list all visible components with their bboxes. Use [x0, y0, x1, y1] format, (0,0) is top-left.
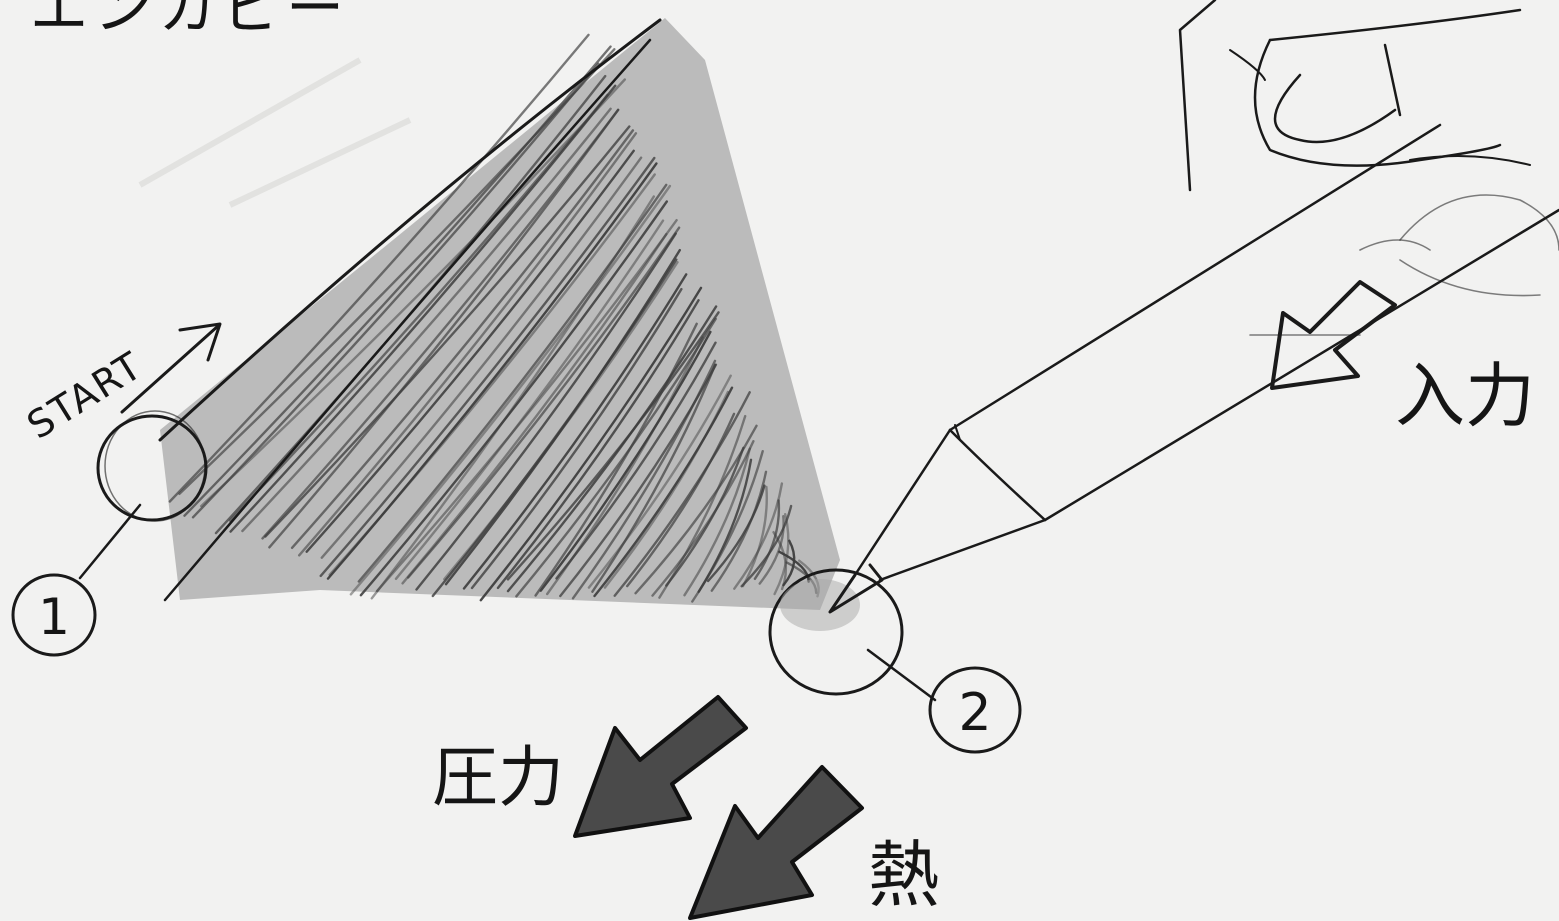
hatch-stroke: [778, 550, 810, 583]
hatch-stroke: [697, 458, 753, 593]
hatch-stroke: [305, 149, 635, 553]
start-label: START: [19, 343, 150, 448]
hatch-stroke: [375, 219, 678, 593]
hatch-stroke: [740, 504, 793, 588]
hatch-stroke: [683, 447, 751, 597]
start-arrow: [120, 322, 222, 414]
hatch-stroke: [534, 322, 698, 597]
callout-2-number: 2: [958, 683, 991, 743]
hatch-stroke: [773, 513, 790, 596]
callout-1: [11, 503, 142, 657]
hatch-stroke: [359, 200, 668, 597]
hatch-stroke: [349, 184, 672, 596]
hatch-stroke: [268, 108, 620, 549]
hatch-stroke: [191, 62, 600, 519]
callout-1-number: 1: [38, 588, 70, 646]
hand-illustration: [1178, 0, 1559, 336]
hatch-stroke: [782, 539, 796, 587]
hatch-stroke: [370, 195, 655, 600]
hatch-stroke: [415, 232, 677, 591]
hatch-stroke: [326, 162, 658, 580]
start-point: [96, 410, 208, 522]
hatch-stroke: [706, 484, 766, 583]
hatch-stroke: [261, 108, 620, 540]
hatch-stroke: [328, 173, 656, 576]
heat-arrow: [688, 765, 864, 920]
pressure-label: 圧力: [432, 739, 564, 816]
top-partial-heading: エンカピー: [30, 0, 350, 42]
hatch-stroke: [665, 446, 745, 587]
shaded-triangle: [158, 18, 840, 610]
hatch-stroke: [443, 261, 679, 581]
hatch-stroke: [183, 45, 612, 517]
hatch-stroke: [571, 359, 717, 600]
hatch-stroke: [733, 482, 784, 590]
hatch-stroke: [229, 84, 617, 533]
hatch-stroke: [634, 424, 758, 595]
hatch-stroke: [470, 287, 683, 590]
hatch-stroke: [264, 125, 631, 538]
hatch-stroke: [479, 286, 703, 602]
hatch-stroke: [603, 390, 730, 589]
hatch-stroke: [319, 156, 656, 578]
hatch-stroke: [539, 330, 712, 592]
hatch-stroke: [290, 129, 635, 549]
hatch-stroke: [357, 183, 668, 583]
hatch-stroke: [741, 485, 768, 588]
force-input-label: 入力: [1395, 355, 1535, 437]
callout-2: [866, 648, 1022, 754]
hatch-stroke: [587, 374, 732, 589]
hatch-stroke: [506, 311, 720, 581]
hatch-stroke: [298, 132, 638, 557]
pencil: [828, 123, 1559, 614]
hatch-stroke: [200, 78, 626, 508]
hatch-stroke: [593, 386, 734, 598]
hatch-stroke: [626, 412, 736, 588]
pressure-arrow: [573, 695, 748, 838]
hatch-stroke: [758, 515, 785, 585]
hatch-stroke: [496, 299, 700, 590]
hatch-stroke: [613, 391, 751, 597]
hatch-stroke: [591, 363, 717, 593]
hatch-stroke: [241, 107, 612, 533]
heat-label: 熱: [868, 833, 940, 917]
hatch-stroke: [753, 499, 781, 580]
hatch-stroke: [444, 248, 681, 586]
hatch-stroke: [401, 233, 668, 585]
hatch-stroke: [394, 219, 665, 580]
hatch-stroke: [555, 341, 717, 580]
hatch-stroke: [407, 226, 681, 579]
force-input-arrow: [1270, 280, 1397, 390]
hatch-stroke: [168, 33, 590, 503]
hatch-stroke: [320, 156, 643, 559]
hatch-stroke: [228, 93, 609, 522]
end-point: [768, 568, 904, 696]
hatch-stroke: [710, 470, 768, 592]
faint-marks: [138, 57, 412, 208]
hatch-stroke: [462, 273, 688, 590]
